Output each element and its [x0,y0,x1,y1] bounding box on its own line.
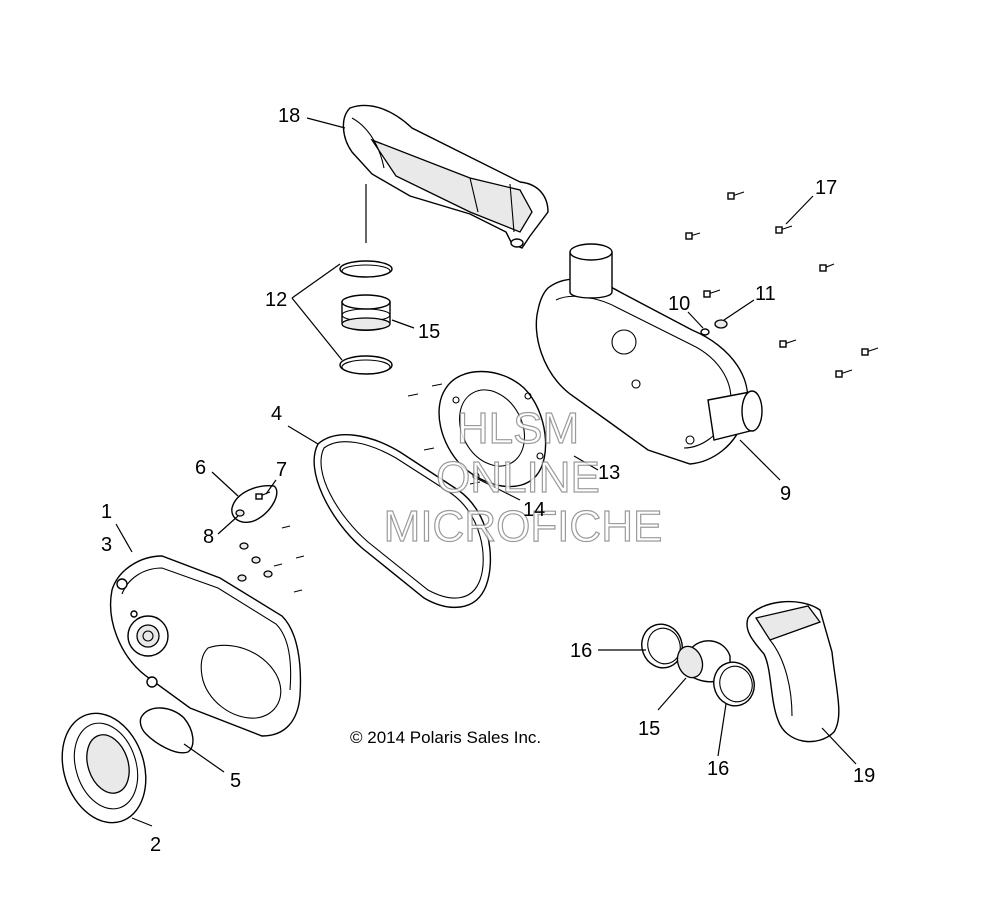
callout-3: 3 [101,534,112,556]
leader-lines [115,117,857,827]
part-1-outer-clutch-cover [109,555,302,737]
part-4-drive-belt [313,434,492,609]
callout-1: 1 [101,501,112,523]
callout-8: 8 [203,526,214,548]
part-16-clamp-right [713,661,755,707]
callout-14: 14 [523,499,545,521]
part-17-screws [685,191,879,378]
part-14-studs [407,383,481,485]
callout-7: 7 [276,459,287,481]
part-7-screw [255,491,271,500]
callout-5: 5 [230,770,241,792]
watermark-line-1: HLSM [457,404,579,453]
callout-19: 19 [853,765,875,787]
part-10-washer [700,328,710,336]
part-5-gasket [139,707,194,754]
callout-16-right: 16 [707,758,729,780]
part-18-intake-duct [342,104,549,249]
callout-10: 10 [668,293,690,315]
watermark-line-2: ONLINE [436,453,600,502]
part-15-coupler-upper [341,294,391,331]
callout-4: 4 [271,403,282,425]
callout-9: 9 [780,483,791,505]
callout-15-upper: 15 [418,321,440,343]
callout-16-left: 16 [570,640,592,662]
callout-labels: 18 17 12 10 11 15 4 6 7 13 9 14 1 8 3 16… [101,105,875,856]
part-12-clamp-lower [339,355,393,375]
callout-6: 6 [195,457,206,479]
watermark-line-3: MICROFICHE [384,502,663,551]
part-13-seal-plate [438,370,547,488]
callout-13: 13 [598,462,620,484]
part-9-inner-clutch-cover [535,243,763,465]
part-16-clamp-left [641,623,683,669]
part-12-clamp-upper [339,260,393,278]
part-11-nut [714,319,728,329]
callout-18: 18 [278,105,300,127]
callout-15-lower: 15 [638,718,660,740]
part-8-washer [235,509,245,517]
part-2-seal [61,712,147,824]
callout-11: 11 [755,283,776,305]
callout-2: 2 [150,834,161,856]
part-6-inspection-cover [231,485,278,524]
callout-17: 17 [815,177,837,199]
part-19-lower-duct [746,600,840,743]
copyright-notice: © 2014 Polaris Sales Inc. [350,728,541,747]
callout-12: 12 [265,289,287,311]
watermark: HLSM ONLINE MICROFICHE [383,403,663,551]
